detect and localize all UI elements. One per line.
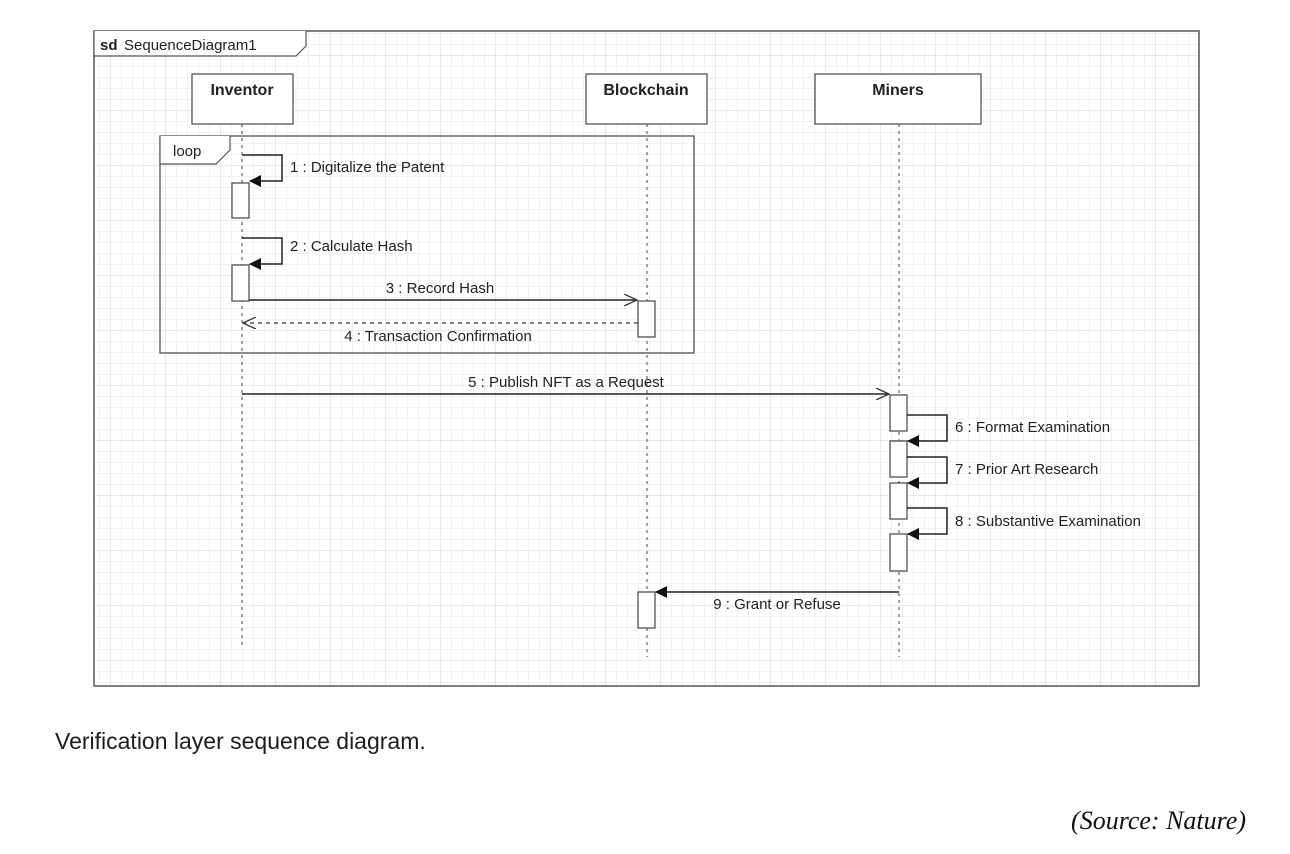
message-1: 1 : Digitalize the Patent: [242, 154, 445, 187]
message-4: 4 : Transaction Confirmation: [243, 323, 638, 345]
message-2-label: 2 : Calculate Hash: [290, 238, 413, 255]
lifeline-head-blockchain: [585, 73, 708, 125]
message-7-label: 7 : Prior Art Research: [955, 461, 1098, 478]
message-9: 9 : Grant or Refuse: [655, 586, 899, 613]
frame-tab: [93, 31, 307, 57]
lifeline-blockchain: Blockchain: [585, 73, 708, 125]
activation-miners-3: [889, 482, 908, 520]
message-7-arrow: [907, 456, 948, 489]
message-1-label: 1 : Digitalize the Patent: [290, 159, 445, 176]
message-8: 8 : Substantive Examination: [907, 507, 1141, 540]
frame-name: SequenceDiagram1: [124, 37, 257, 54]
message-1-arrow: [242, 154, 283, 187]
message-5: 5 : Publish NFT as a Request: [242, 374, 889, 394]
message-6-label: 6 : Format Examination: [955, 419, 1110, 436]
loop-fragment-tab: [159, 136, 231, 165]
message-6-arrow: [907, 414, 948, 447]
message-9-label: 9 : Grant or Refuse: [713, 596, 841, 613]
lifeline-head-inventor: [191, 73, 294, 125]
message-3-label: 3 : Record Hash: [386, 280, 494, 297]
activation-inventor-1: [231, 182, 250, 219]
message-8-label: 8 : Substantive Examination: [955, 513, 1141, 530]
message-2-arrow: [242, 237, 283, 270]
activation-miners-1: [889, 394, 908, 432]
lifeline-label-miners: Miners: [872, 82, 924, 99]
activation-miners-2: [889, 440, 908, 478]
message-8-arrow: [907, 507, 948, 540]
activation-blockchain-2: [637, 591, 656, 629]
message-3: 3 : Record Hash: [249, 280, 637, 300]
lifeline-inventor: Inventor: [191, 73, 294, 125]
activation-miners-4: [889, 533, 908, 572]
activation-blockchain-1: [637, 300, 656, 338]
message-6: 6 : Format Examination: [907, 414, 1110, 447]
lifeline-label-inventor: Inventor: [210, 82, 273, 99]
lifeline-label-blockchain: Blockchain: [603, 82, 688, 99]
message-2: 2 : Calculate Hash: [242, 237, 413, 270]
message-5-label: 5 : Publish NFT as a Request: [468, 374, 664, 391]
message-7: 7 : Prior Art Research: [907, 456, 1098, 489]
sequence-diagram: sd SequenceDiagram1 Inventor Blockchain …: [93, 30, 1200, 687]
frame-keyword: sd: [100, 37, 118, 54]
loop-operator-label: loop: [173, 143, 201, 160]
lifeline-miners: Miners: [814, 73, 982, 125]
source-credit: (Source: Nature): [1071, 806, 1246, 835]
loop-fragment: [159, 135, 695, 354]
frame-border: [93, 30, 1200, 687]
figure-caption: Verification layer sequence diagram.: [55, 728, 426, 754]
lifeline-head-miners: [814, 73, 982, 125]
message-4-label: 4 : Transaction Confirmation: [344, 328, 532, 345]
activation-inventor-2: [231, 264, 250, 302]
